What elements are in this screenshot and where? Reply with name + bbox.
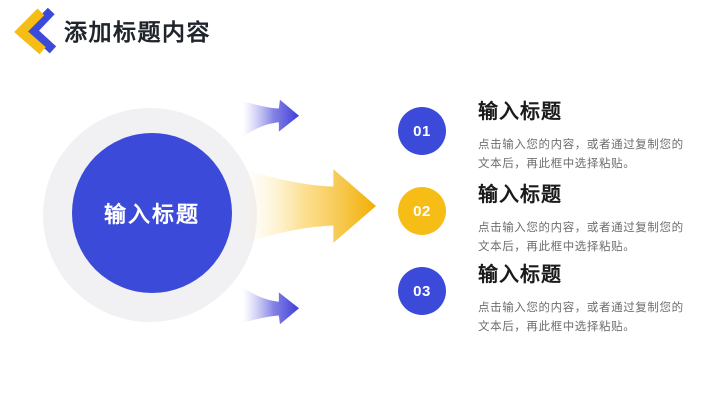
step-item-1: 输入标题 点击输入您的内容，或者通过复制您的文本后，再此框中选择粘贴。: [478, 95, 696, 174]
flow-arrow-middle-icon: [244, 169, 376, 243]
step-description: 点击输入您的内容，或者通过复制您的文本后，再此框中选择粘贴。: [478, 302, 684, 333]
flow-arrow-bottom-icon: [243, 287, 299, 325]
flow-arrow-top-icon: [243, 99, 299, 137]
step-badge-01: 01: [398, 107, 446, 155]
step-title: 输入标题: [478, 184, 562, 206]
step-badge-02: 02: [398, 187, 446, 235]
step-description: 点击输入您的内容，或者通过复制您的文本后，再此框中选择粘贴。: [478, 139, 684, 170]
step-item-2: 输入标题 点击输入您的内容，或者通过复制您的文本后，再此框中选择粘贴。: [478, 178, 696, 257]
step-number: 03: [413, 282, 431, 300]
step-badge-03: 03: [398, 267, 446, 315]
step-title: 输入标题: [478, 264, 562, 286]
center-topic-label: 输入标题: [103, 202, 200, 227]
center-topic-circle: 输入标题: [72, 133, 232, 293]
page-title: 添加标题内容: [64, 19, 211, 45]
header: 添加标题内容: [8, 5, 211, 55]
step-description: 点击输入您的内容，或者通过复制您的文本后，再此框中选择粘贴。: [478, 222, 684, 253]
step-number: 02: [413, 202, 431, 220]
step-title: 输入标题: [478, 101, 562, 123]
double-chevron-left-icon: [14, 7, 57, 55]
step-item-3: 输入标题 点击输入您的内容，或者通过复制您的文本后，再此框中选择粘贴。: [478, 258, 696, 337]
step-number: 01: [413, 122, 431, 140]
